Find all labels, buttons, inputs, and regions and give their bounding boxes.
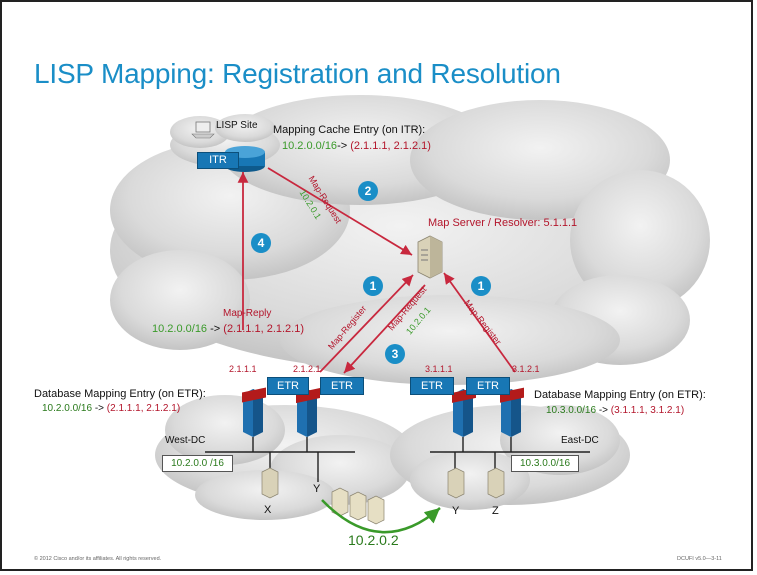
- db-east-prefix: 10.3.0.0/16: [546, 405, 597, 416]
- db-east-locators: (3.1.1.1, 3.1.2.1): [610, 405, 685, 416]
- laptop-icon: [191, 121, 215, 139]
- vm-migration-arrow: [321, 499, 441, 534]
- map-register-arrow-right: [443, 272, 516, 373]
- db-east-entry: 10.3.0.0/16 -> (3.1.1.1, 3.1.2.1): [546, 405, 684, 416]
- rloc-west-2: 2.1.2.1: [293, 364, 321, 374]
- etr-west-2-label: ETR: [331, 380, 353, 392]
- rloc-west-1: 2.1.1.1: [229, 364, 257, 374]
- step-2-badge: 2: [358, 181, 378, 201]
- db-west-heading: Database Mapping Entry (on ETR):: [34, 388, 206, 400]
- map-cache-prefix: 10.2.0.0/16: [282, 140, 338, 152]
- map-cache-arrow: ->: [337, 140, 348, 152]
- host-y-east-label: Y: [452, 505, 460, 517]
- east-router-2: [500, 387, 524, 437]
- map-request-arrow-bottom: [343, 284, 426, 374]
- core-cloud: [110, 95, 710, 385]
- east-router-1: [452, 387, 476, 437]
- db-east-heading: Database Mapping Entry (on ETR):: [534, 389, 706, 401]
- west-router-2: [296, 387, 320, 437]
- east-dc-label: East-DC: [561, 435, 599, 446]
- footer-copyright: © 2012 Cisco and/or its affiliates. All …: [34, 556, 162, 562]
- moving-vm-icons: [331, 487, 385, 525]
- db-west-arrow: ->: [94, 403, 104, 414]
- map-register-arrow-left: [319, 274, 414, 373]
- map-reply-entry: 10.2.0.0/16 -> (2.1.1.1, 2.1.2.1): [152, 323, 304, 335]
- lisp-site-label: LISP Site: [216, 120, 258, 131]
- map-reply-prefix: 10.2.0.0/16: [152, 323, 208, 335]
- step-4-badge: 4: [251, 233, 271, 253]
- db-east-arrow: ->: [598, 405, 608, 416]
- rloc-east-2: 3.1.2.1: [512, 364, 540, 374]
- db-west-locators: (2.1.1.1, 2.1.2.1): [106, 403, 181, 414]
- host-z-label: Z: [492, 505, 499, 517]
- etr-west-1-label: ETR: [277, 380, 299, 392]
- east-lan: [430, 437, 590, 470]
- moved-ip-label: 10.2.0.2: [348, 532, 399, 548]
- map-server-label: Map Server / Resolver: 5.1.1.1: [428, 217, 578, 229]
- itr-box: ITR: [197, 152, 239, 169]
- host-y-west-label: Y: [313, 483, 321, 495]
- step-1-badge-left: 1: [363, 276, 383, 296]
- map-reply-arrow: ->: [210, 323, 221, 335]
- map-cache-locators: (2.1.1.1, 2.1.2.1): [350, 140, 431, 152]
- step-3-badge: 3: [385, 344, 405, 364]
- etr-east-1: ETR: [410, 377, 454, 395]
- west-router-1: [242, 387, 266, 437]
- rloc-east-1: 3.1.1.1: [425, 364, 453, 374]
- etr-west-2: ETR: [320, 377, 364, 395]
- map-request-arrow-top: [267, 167, 413, 256]
- west-lan: [205, 437, 355, 482]
- itr-label: ITR: [209, 154, 227, 166]
- map-reply-label: Map-Reply: [223, 308, 272, 319]
- host-z-icon: [487, 467, 505, 499]
- db-west-prefix: 10.2.0.0/16: [42, 403, 93, 414]
- map-server-icon: [417, 235, 443, 279]
- footer-course: DCUFI v5.0—3-11: [677, 556, 722, 562]
- map-cache-heading: Mapping Cache Entry (on ITR):: [273, 124, 426, 136]
- etr-east-2: ETR: [466, 377, 510, 395]
- host-x-icon: [261, 467, 279, 499]
- etr-east-2-label: ETR: [477, 380, 499, 392]
- host-x-label: X: [264, 504, 272, 516]
- etr-east-1-label: ETR: [421, 380, 443, 392]
- etr-west-1: ETR: [267, 377, 309, 395]
- host-y-east-icon: [447, 467, 465, 499]
- map-cache-entry: 10.2.0.0/16-> (2.1.1.1, 2.1.2.1): [282, 140, 431, 152]
- map-reply-locators: (2.1.1.1, 2.1.2.1): [223, 323, 304, 335]
- east-subnet-box: 10.3.0.0/16: [511, 455, 579, 472]
- west-subnet-box: 10.2.0.0 /16: [162, 455, 233, 472]
- west-dc-label: West-DC: [165, 435, 206, 446]
- step-1-badge-right: 1: [471, 276, 491, 296]
- db-west-entry: 10.2.0.0/16 -> (2.1.1.1, 2.1.2.1): [42, 403, 180, 414]
- page-title: LISP Mapping: Registration and Resolutio…: [34, 58, 561, 89]
